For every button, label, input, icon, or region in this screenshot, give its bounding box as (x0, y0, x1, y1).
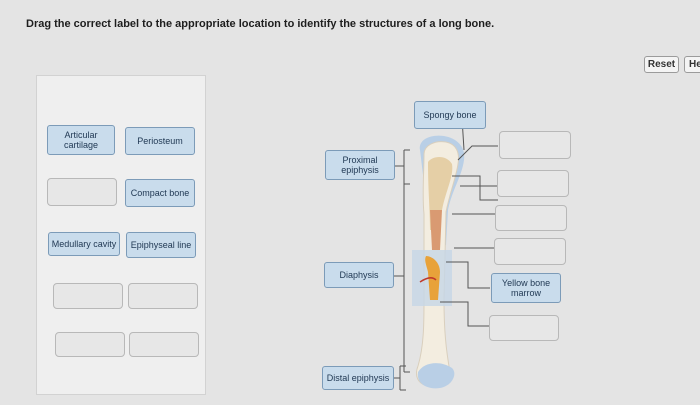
placed-yellow-bone-marrow[interactable]: Yellow bone marrow (491, 273, 561, 303)
epiphyseal-region (430, 210, 442, 250)
label-compact-bone[interactable]: Compact bone (125, 179, 195, 207)
label-periosteum[interactable]: Periosteum (125, 127, 195, 155)
bone-illustration (412, 135, 465, 389)
drop-zone-2[interactable] (497, 170, 569, 197)
label-articular-cartilage[interactable]: Articular cartilage (47, 125, 115, 155)
drop-zone-5[interactable] (489, 315, 559, 341)
blood-vessel (419, 277, 437, 283)
question-text: Drag the correct label to the appropriat… (26, 18, 495, 30)
drop-zone-3[interactable] (495, 205, 567, 231)
placed-spongy-bone[interactable]: Spongy bone (414, 101, 486, 129)
empty-bank-slot (53, 283, 123, 309)
empty-bank-slot (128, 283, 198, 309)
help-button[interactable]: He (684, 56, 700, 73)
leader-lines (440, 117, 498, 327)
distal-cartilage (417, 363, 455, 389)
placed-proximal-epiphysis[interactable]: Proximal epiphysis (325, 150, 395, 180)
empty-bank-slot (47, 178, 117, 206)
empty-bank-slot (129, 332, 199, 357)
label-epiphyseal-line[interactable]: Epiphyseal line (126, 232, 196, 258)
placed-distal-epiphysis[interactable]: Distal epiphysis (322, 366, 394, 390)
reset-button[interactable]: Reset (644, 56, 679, 73)
region-brackets (394, 149, 410, 391)
label-medullary-cavity[interactable]: Medullary cavity (48, 232, 120, 256)
drop-zone-4[interactable] (494, 238, 566, 265)
drop-zone-1[interactable] (499, 131, 571, 159)
empty-bank-slot (55, 332, 125, 357)
placed-diaphysis[interactable]: Diaphysis (324, 262, 394, 288)
